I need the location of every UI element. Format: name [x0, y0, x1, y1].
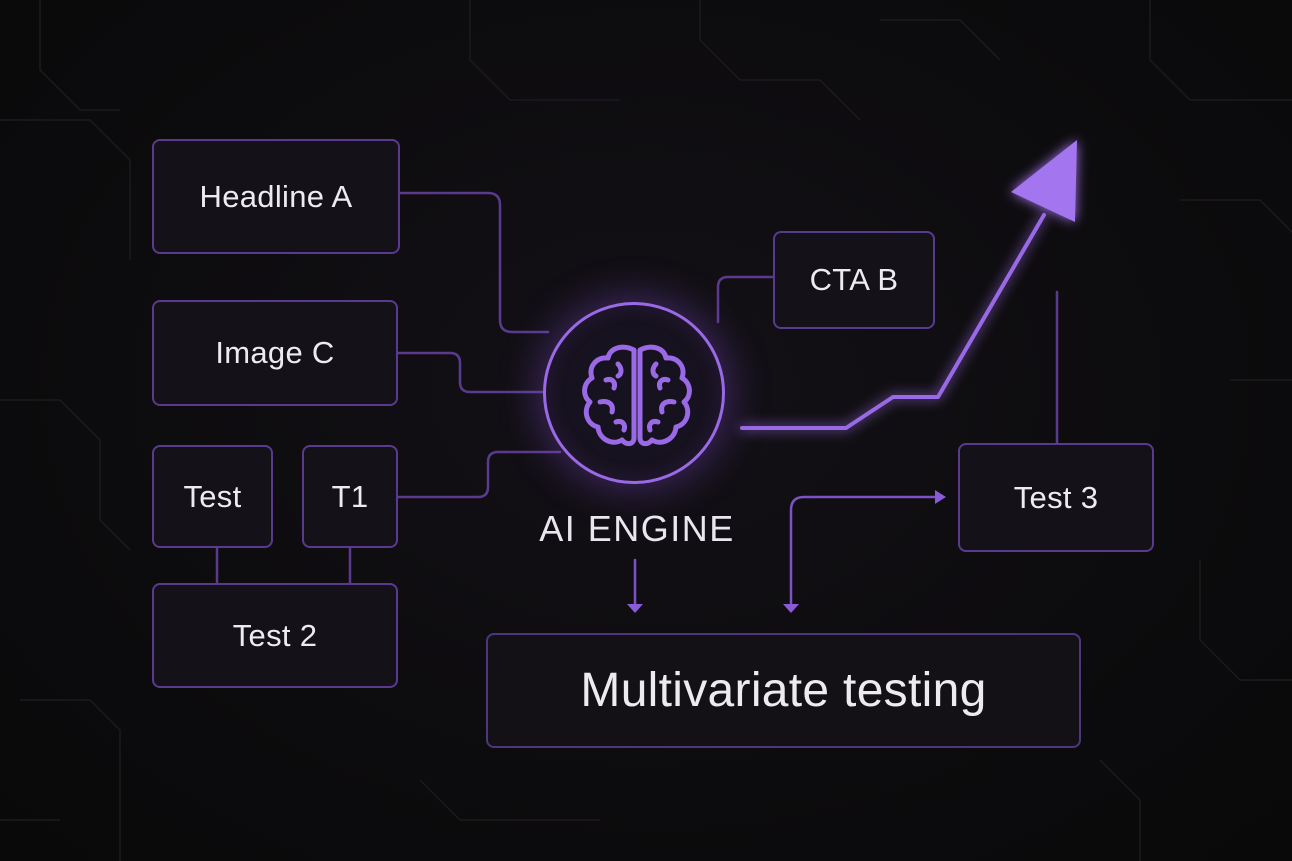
- variant-test-2[interactable]: Test 2: [152, 583, 398, 688]
- variant-test-label: Test: [183, 478, 242, 514]
- ai-engine-label: AI ENGINE: [539, 508, 735, 549]
- multivariate-testing-label: Multivariate testing: [580, 664, 987, 717]
- arrowhead-down-right: [783, 604, 799, 613]
- connector-headline-a: [398, 191, 550, 334]
- arrow-up-right-icon: [740, 140, 1077, 430]
- brain-icon: [582, 344, 692, 447]
- variant-headline-a-label: Headline A: [199, 178, 353, 214]
- variant-t1-label: T1: [331, 478, 369, 514]
- variant-test-2-label: Test 2: [232, 617, 318, 653]
- output-arrows: [633, 495, 939, 608]
- arrowheads: [627, 490, 946, 613]
- variant-cta-b-label: CTA B: [809, 262, 899, 297]
- variant-test-3[interactable]: Test 3: [958, 443, 1154, 552]
- connector-image-c: [396, 351, 545, 394]
- variant-image-c[interactable]: Image C: [152, 300, 398, 406]
- feedback-loop-arrow: [789, 495, 939, 608]
- arrowhead-down-left: [627, 604, 643, 613]
- connector-t1: [396, 450, 562, 499]
- connector-cta-b: [716, 275, 775, 324]
- variant-headline-a[interactable]: Headline A: [152, 139, 400, 254]
- variant-test[interactable]: Test: [152, 445, 273, 548]
- variant-cta-b[interactable]: CTA B: [773, 231, 935, 329]
- ai-engine-node[interactable]: [543, 302, 725, 484]
- arrowhead-right: [935, 490, 946, 504]
- variant-t1[interactable]: T1: [302, 445, 398, 548]
- variant-test-3-label: Test 3: [1013, 479, 1099, 515]
- multivariate-testing-box[interactable]: Multivariate testing: [486, 633, 1081, 748]
- variant-image-c-label: Image C: [215, 335, 335, 370]
- input-connectors: [215, 191, 1059, 585]
